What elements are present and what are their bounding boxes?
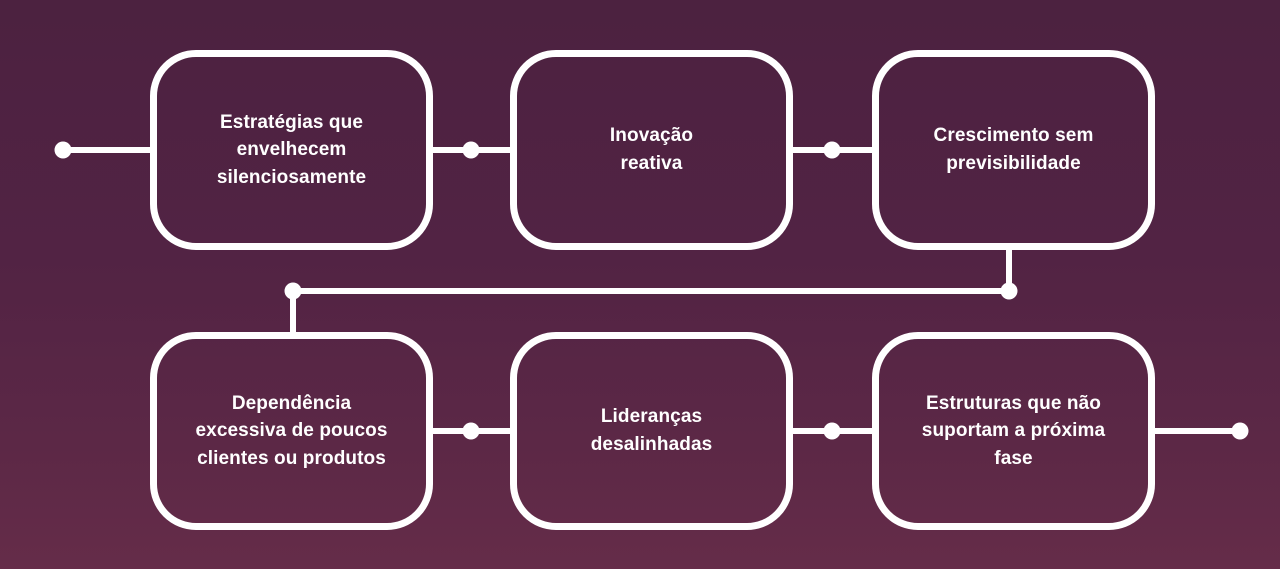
end-dot xyxy=(1231,422,1249,440)
start-dot xyxy=(54,141,72,159)
node-liderancas-label: Lideranças desalinhadas xyxy=(590,406,713,455)
connector-dot-elbow-right xyxy=(1000,282,1018,300)
connector-dot-5-6 xyxy=(823,422,841,440)
connector-dot-4-5 xyxy=(462,422,480,440)
node-estruturas: Estruturas que não suportam a próxima fa… xyxy=(872,332,1155,530)
node-inovacao: Inovação reativa xyxy=(510,50,793,250)
connector-elbow-3-4 xyxy=(290,249,1012,334)
node-crescimento: Crescimento sem previsibilidade xyxy=(872,50,1155,250)
node-dependencia: Dependência excessiva de poucos clientes… xyxy=(150,332,433,530)
node-liderancas: Lideranças desalinhadas xyxy=(510,332,793,530)
connector-dot-2-3 xyxy=(823,141,841,159)
node-estrategias: Estratégias que envelhecem silenciosamen… xyxy=(150,50,433,250)
connector-dot-1-2 xyxy=(462,141,480,159)
node-dependencia-label: Dependência excessiva de poucos clientes… xyxy=(195,392,388,469)
node-inovacao-label: Inovação reativa xyxy=(609,125,694,174)
node-crescimento-label: Crescimento sem previsibilidade xyxy=(933,125,1094,174)
connector-dot-elbow-left xyxy=(284,282,302,300)
node-estrategias-label: Estratégias que envelhecem silenciosamen… xyxy=(216,111,367,188)
node-estruturas-label: Estruturas que não suportam a próxima fa… xyxy=(921,392,1106,469)
